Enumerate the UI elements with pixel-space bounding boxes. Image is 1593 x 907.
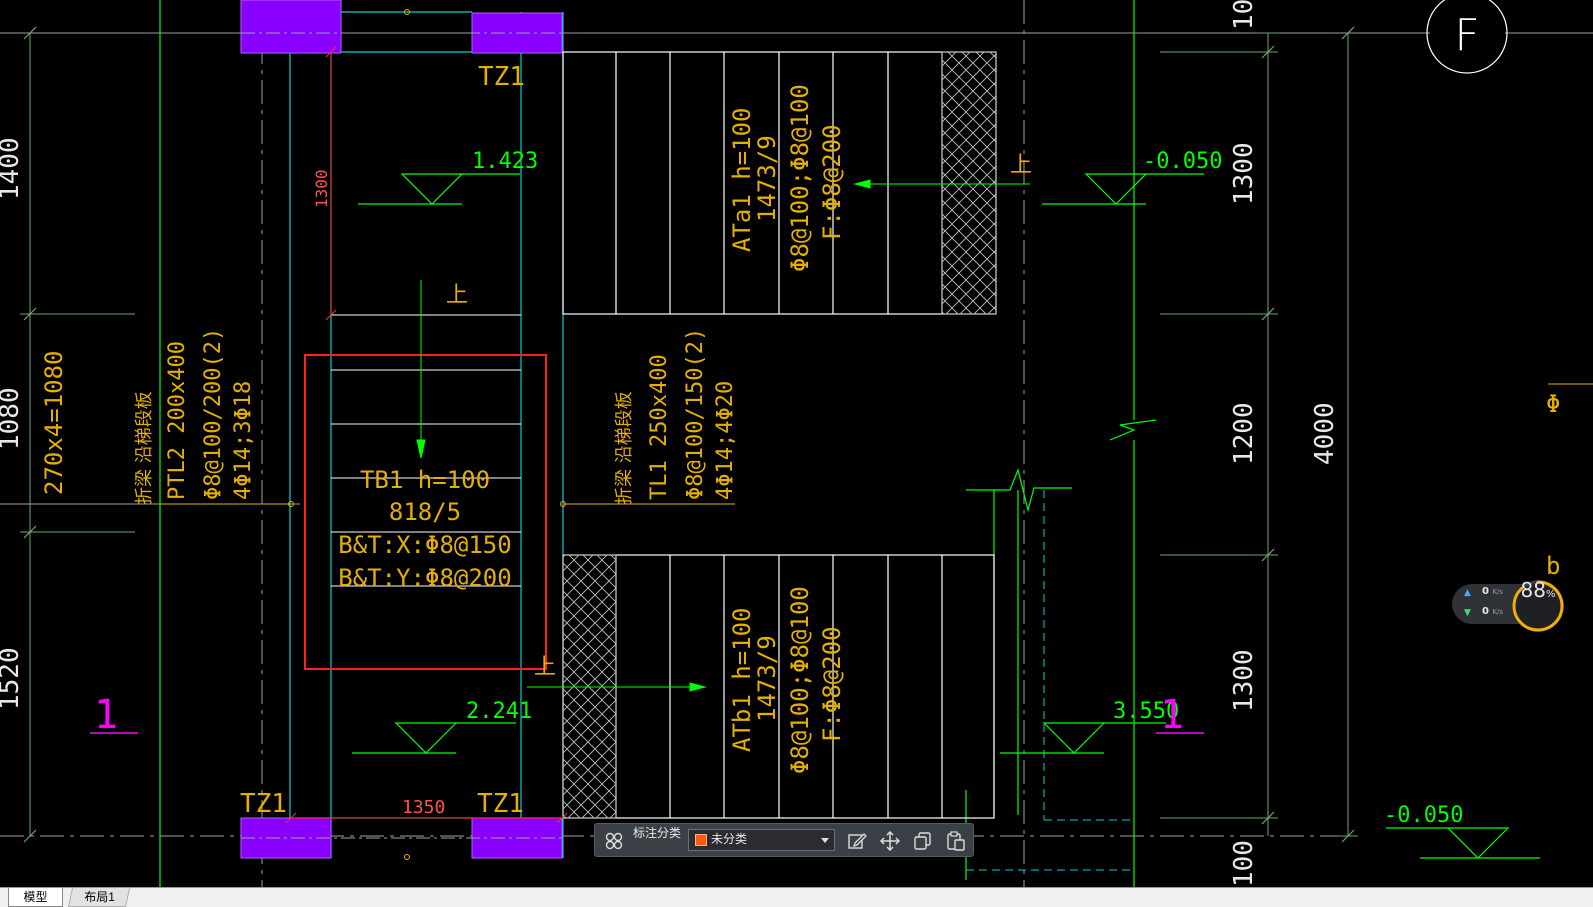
up-marks: 上 上 上: [446, 153, 1032, 680]
selection-highlight: [304, 354, 547, 670]
beam-mid-line-1: 折梁 沿梯段板: [614, 391, 635, 505]
beam-left-label: 折梁 沿梯段板 PTL2 200x400 Φ8@100/200(2) 4Φ14;…: [134, 328, 256, 505]
beam-left-line-2: PTL2 200x400: [165, 341, 190, 500]
hatch-upper: [941, 51, 997, 315]
edge-fragment-b: b: [1546, 552, 1560, 580]
elevation-5: -0.050: [1384, 803, 1463, 828]
stair-top-label: ATa1 h=100 1473/9 Φ8@100;Φ8@100 F:Φ8@200: [728, 84, 846, 272]
memory-percent: 88%: [1520, 578, 1556, 602]
dim-bottom: 1350: [402, 797, 445, 818]
landing-line-2: 818/5: [389, 498, 461, 526]
column-label-bottom-right: TZ1: [477, 789, 524, 819]
axis-bubble: [1426, 0, 1508, 74]
dim-left-1: 1400: [0, 137, 25, 200]
tab-layout1[interactable]: 布局1: [67, 888, 131, 907]
green-arrows: [416, 179, 1030, 692]
dimension-lines: [20, 32, 1358, 837]
axis-bubble-label: F: [1454, 10, 1479, 61]
red-dimensions: [285, 46, 568, 824]
dim-right-1: 1300: [1229, 142, 1259, 205]
memory-ring-icon: [1512, 580, 1564, 632]
stair-top-line-1: ATa1 h=100: [728, 108, 756, 253]
stair-bottom-line-4: F:Φ8@200: [818, 626, 846, 742]
stair-top-line-4: F:Φ8@200: [818, 124, 846, 240]
column-label-bottom-left: TZ1: [240, 789, 287, 819]
section-mark-texts: 1 1: [94, 692, 1184, 738]
stair-top-line-2: 1473/9: [753, 135, 781, 222]
download-speed: 0 K/s: [1482, 606, 1504, 617]
beam-left-line-3: Φ8@100/200(2): [201, 328, 226, 500]
dim-right-2: 1200: [1229, 402, 1259, 465]
category-color-swatch: [695, 834, 707, 846]
beam-mid-line-4: 4Φ14;4Φ20: [713, 381, 738, 500]
elevation-3: 2.241: [466, 699, 532, 724]
cad-drawing-canvas[interactable]: F: [0, 0, 1593, 887]
upload-arrow-icon: ▲: [1464, 588, 1471, 598]
stair-bottom-label: ATb1 h=100 1473/9 Φ8@100;Φ8@100 F:Φ8@200: [728, 586, 846, 774]
copy-icon[interactable]: [913, 831, 933, 851]
beam-mid-line-3: Φ8@100/150(2): [683, 328, 708, 500]
elevation-texts: 1.423 -0.050 2.241 3.550 -0.050: [466, 149, 1463, 828]
lower-stair-flight: [562, 554, 995, 819]
edge-fragment-phi: Φ: [1546, 390, 1560, 418]
paste-icon[interactable]: [946, 831, 966, 851]
cyan-dashed-lines: [966, 490, 1134, 871]
stair-top-line-3: Φ8@100;Φ8@100: [786, 84, 814, 272]
beam-mid-label: 折梁 沿梯段板 TL1 250x400 Φ8@100/150(2) 4Φ14;4…: [614, 328, 738, 505]
elevation-1: 1.423: [472, 149, 538, 174]
dim-vertical-mid: 1300: [312, 169, 331, 208]
edit-icon[interactable]: [847, 831, 867, 851]
column-labels: TZ1 TZ1 TZ1: [240, 62, 525, 819]
landing-line-1: TB1 h=100: [360, 466, 490, 494]
dimension-texts: 1300 1200 1300 4000 100 100 1400 1080 15…: [0, 0, 1340, 887]
landing-slab-label: TB1 h=100 818/5 B&T:X:Φ8@150 B&T:Y:Φ8@20…: [338, 466, 511, 592]
column-label-top: TZ1: [478, 62, 525, 92]
tab-model[interactable]: 模型: [8, 888, 63, 907]
beam-mid-line-2: TL1 250x400: [647, 354, 672, 500]
annotation-category-toolbar: 标注分类 未分类: [594, 823, 974, 857]
beam-left-line-4: 4Φ14;3Φ18: [231, 381, 256, 500]
landing-line-4: B&T:Y:Φ8@200: [338, 564, 511, 592]
column-centerlines: [241, 32, 562, 839]
elevation-2: -0.050: [1143, 149, 1222, 174]
category-label: 标注分类: [633, 826, 682, 840]
dim-top-right-2: 100: [1229, 840, 1259, 887]
category-select[interactable]: 未分类: [688, 829, 835, 851]
category-selected-value: 未分类: [711, 832, 748, 846]
dim-right-3: 1300: [1229, 649, 1259, 712]
landing-steps: [331, 314, 521, 587]
stair-bottom-line-1: ATb1 h=100: [728, 608, 756, 753]
landing-line-3: B&T:X:Φ8@150: [338, 531, 511, 559]
section-mark-right: 1: [1160, 692, 1184, 738]
network-speed-widget[interactable]: ▲ 0 K/s ▼ 0 K/s 88%: [1452, 578, 1590, 634]
up-mark-2: 上: [1010, 153, 1032, 178]
upload-speed: 0 K/s: [1482, 586, 1504, 597]
download-arrow-icon: ▼: [1464, 608, 1471, 618]
grid-icon[interactable]: [605, 832, 623, 850]
beam-left-line-1: 折梁 沿梯段板: [134, 391, 155, 505]
up-mark-1: 上: [446, 283, 468, 308]
stair-bottom-line-2: 1473/9: [753, 635, 781, 722]
chevron-down-icon[interactable]: [821, 838, 829, 843]
dim-left-2: 1080: [0, 387, 25, 450]
section-mark-left: 1: [94, 692, 118, 738]
dim-top-right-1: 100: [1229, 0, 1259, 30]
elevation-4: 3.550: [1113, 699, 1179, 724]
move-icon[interactable]: [880, 831, 900, 851]
dim-total-right: 4000: [1310, 402, 1340, 465]
dimension-ticks: [23, 26, 1355, 843]
dim-left-3: 1520: [0, 647, 25, 710]
stair-bottom-line-3: Φ8@100;Φ8@100: [786, 586, 814, 774]
elevation-markers: [352, 173, 1540, 859]
dim-left-formula: 270x4=1080: [40, 351, 68, 496]
up-mark-3: 上: [534, 655, 556, 680]
layout-tab-bar: 模型 布局1: [0, 887, 1593, 907]
